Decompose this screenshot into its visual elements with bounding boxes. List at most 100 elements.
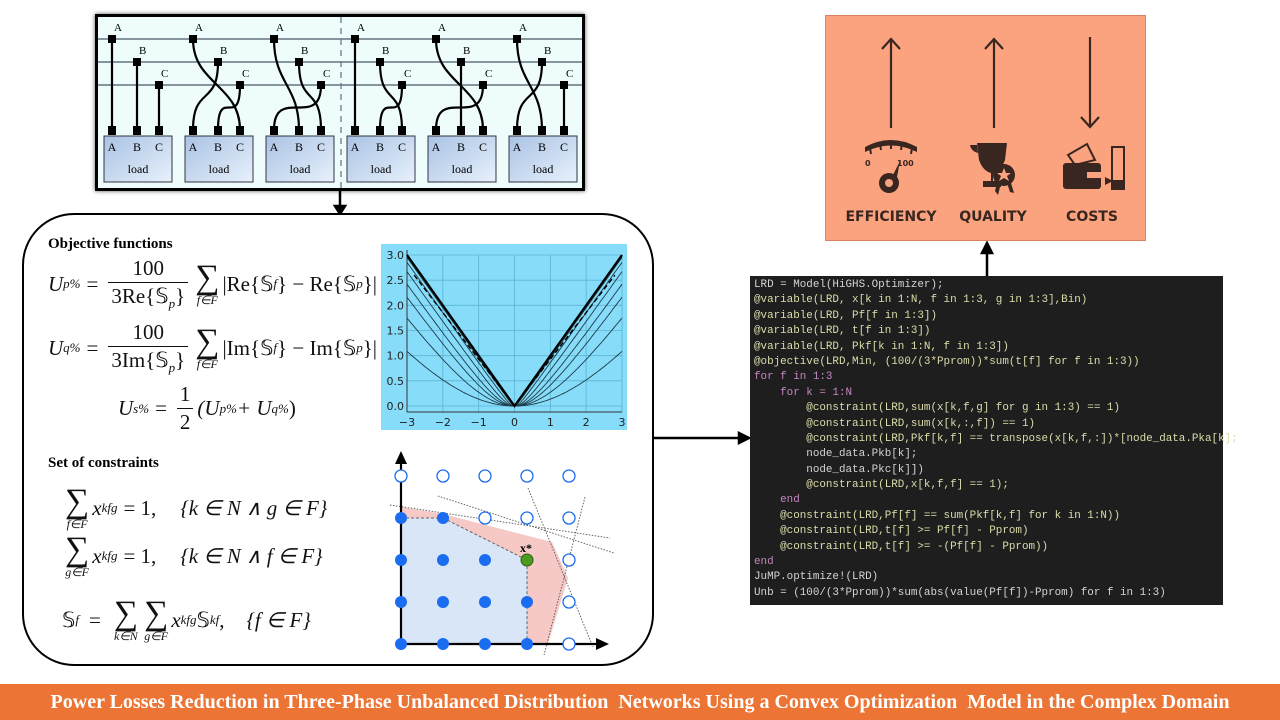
phase-wire [515, 61, 544, 131]
code-line: node_data.Pkc[k]]) [754, 463, 924, 476]
bus-phase-label: C [404, 68, 411, 80]
eq-var: x [171, 607, 181, 632]
code-line: @variable(LRD, Pkf[k in 1:N, f in 1:3]) [754, 340, 1009, 353]
bus-phase-label: B [544, 45, 551, 57]
den-text: 3Re{𝕊 [111, 284, 169, 308]
load-phase-label: C [317, 140, 325, 154]
numerator: 100 [132, 320, 165, 344]
integer-hull [401, 518, 527, 644]
rhs: |Re{𝕊 [222, 271, 274, 296]
load-terminal [295, 126, 303, 135]
phase-wire [272, 84, 323, 131]
load-terminal [214, 126, 222, 135]
feasible-point [479, 554, 491, 566]
trophy-icon [970, 143, 1015, 195]
summation: ∑f∈F [195, 325, 219, 371]
rhs: } − Im{𝕊 [277, 335, 357, 360]
infeasible-point [520, 511, 534, 525]
sum-sign: ∑ [113, 595, 139, 632]
eq-sub: p [168, 296, 176, 312]
feasible-point [395, 638, 407, 650]
eq-condition: {f ∈ F} [246, 607, 311, 632]
denominator: 3Re{𝕊p} [108, 282, 189, 312]
cutting-plane [437, 495, 615, 554]
sum-sign: ∑ [195, 259, 220, 297]
feasible-point [521, 638, 533, 650]
bus-phase-label: A [357, 22, 365, 34]
code-line: @variable(LRD, t[f in 1:3]) [754, 325, 931, 338]
summation: ∑g∈F [144, 597, 168, 643]
load-box [508, 135, 578, 183]
load-terminal [189, 126, 197, 135]
bus-phase-label: C [161, 68, 168, 80]
cutting-plane [389, 504, 611, 539]
load-label: load [452, 162, 473, 176]
x-tick-label: −2 [435, 416, 451, 429]
eq-sub: kfg [101, 548, 118, 563]
eq-var: x [92, 495, 102, 520]
load-terminal [155, 126, 163, 135]
code-line: @constraint(LRD,x[k,f,f] == 1); [754, 479, 1009, 492]
bus-phase-label: C [323, 68, 330, 80]
load-terminal [513, 126, 521, 135]
sum-sign: ∑ [65, 483, 90, 520]
bus-phase-label: B [139, 45, 146, 57]
feasible-point [437, 554, 449, 566]
code-line: JuMP.optimize!(LRD) [754, 571, 879, 584]
bus-phase-label: A [114, 22, 122, 34]
sum-index: g∈F [65, 565, 90, 579]
title-banner: Power Losses Reduction in Three-Phase Un… [0, 684, 1280, 720]
load-terminal [351, 126, 359, 135]
bus-phase-label: B [382, 45, 389, 57]
eq-sub: f [273, 276, 278, 292]
phase-connections: AABBCCloadAABBCCloadAABBCCloadAABBCCload… [98, 17, 582, 188]
constraints-heading: Set of constraints [48, 455, 159, 471]
load-terminal [317, 126, 325, 135]
load-terminal [398, 126, 406, 135]
bus-tap [457, 58, 465, 66]
load-terminal [479, 126, 487, 135]
load-terminal [376, 126, 384, 135]
eq-symbol: U [48, 271, 64, 296]
code-line: end [754, 494, 800, 507]
flow-arrows [332, 191, 995, 446]
phase-wire [434, 84, 485, 131]
x-tick-label: −3 [399, 416, 415, 429]
eq-sub: p% [63, 276, 81, 292]
bus-tap [376, 58, 384, 66]
bus-phase-label: B [463, 45, 470, 57]
y-tick-label: 3.0 [387, 249, 405, 262]
optimum-label: x* [520, 541, 532, 555]
summation: ∑f∈F [65, 483, 90, 531]
arrow-head-icon [332, 204, 348, 217]
phase-wire [515, 38, 544, 131]
eq-sign: = [155, 396, 167, 420]
load-phase-label: C [560, 140, 568, 154]
code-line: for k = 1:N [754, 386, 853, 399]
bus-phase-label: C [485, 68, 492, 80]
feasible-point [437, 596, 449, 608]
feasible-point [437, 512, 449, 524]
phase-wire [297, 61, 323, 131]
denominator: 2 [176, 408, 194, 435]
y-tick-label: 0.5 [387, 375, 405, 388]
y-tick-label: 0.0 [387, 400, 405, 413]
bus-tap [513, 35, 521, 43]
load-terminal [457, 126, 465, 135]
axis-arrow-icon [596, 638, 609, 650]
infeasible-point [562, 553, 576, 567]
bus-tap [479, 81, 487, 89]
code-line: end [754, 556, 774, 569]
bus-phase-label: A [195, 22, 203, 34]
code-line: @constraint(LRD,sum(x[k,f,g] for g in 1:… [754, 402, 1120, 415]
bus-tap [398, 81, 406, 89]
load-phase-label: C [155, 140, 163, 154]
eq-sub: q% [63, 340, 81, 356]
code-line: for f in 1:3 [754, 371, 833, 384]
rhs: }| [362, 335, 377, 360]
arrow-head-icon [737, 430, 752, 446]
load-phase-label: B [538, 140, 546, 154]
